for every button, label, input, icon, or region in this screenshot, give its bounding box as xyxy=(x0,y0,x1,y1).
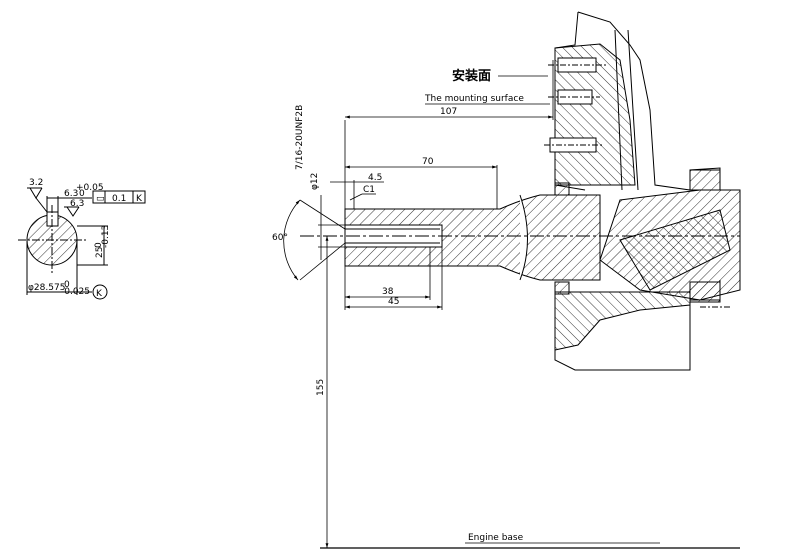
shaft-diameter-value: φ28.575 xyxy=(28,283,65,293)
key-width-tol-low: 0 xyxy=(79,189,85,199)
dim-107: 107 xyxy=(440,107,457,117)
flatness-datum: K xyxy=(136,194,143,204)
dim-70: 70 xyxy=(422,157,434,167)
key-width-value: 6.3 xyxy=(64,189,78,199)
dim-c1: C1 xyxy=(363,185,375,195)
dim-38: 38 xyxy=(382,287,394,297)
output-shaft xyxy=(300,194,740,281)
dimension-lines xyxy=(283,60,740,549)
roughness-top-value: 3.2 xyxy=(29,178,43,188)
engine-base-label: Engine base xyxy=(468,533,524,543)
section-text: 3.2 6.3 +0.05 0 ▭ 0.1 K 6.3 25 0 -0.13 φ… xyxy=(28,178,143,299)
roughness-symbol-side xyxy=(66,206,80,217)
dim-thread: 7/16-20UNF2B xyxy=(295,105,305,170)
key-depth-value: 25 xyxy=(95,247,105,258)
key-depth-tol-low: -0.13 xyxy=(101,225,111,248)
datum-label: K xyxy=(96,289,103,299)
datum-circle xyxy=(92,284,108,300)
shaft-cross-section xyxy=(18,187,146,300)
flatness-symbol: ▭ xyxy=(96,194,105,204)
shaft-dia-tol-up: 0 xyxy=(64,280,70,290)
key-depth-tol-up: 0 xyxy=(94,242,104,248)
dimension-text: 107 70 4.5 C1 φ12 7/16-20UNF2B 60° 38 45… xyxy=(272,105,457,396)
dim-155: 155 xyxy=(316,379,326,396)
roughness-side-value: 6.3 xyxy=(70,199,84,209)
roughness-symbol-top xyxy=(29,187,43,199)
flatness-value: 0.1 xyxy=(112,194,126,204)
engine-housing xyxy=(544,11,741,371)
mounting-surface-cn: 安装面 xyxy=(452,68,491,84)
annotation-labels: 安装面 The mounting surface Engine base xyxy=(424,68,524,543)
dim-4-5: 4.5 xyxy=(368,173,382,183)
shaft-dia-tol-low: -0.025 xyxy=(61,287,90,297)
mounting-surface-en: The mounting surface xyxy=(424,94,524,104)
dim-60deg: 60° xyxy=(272,233,288,243)
key-width-tol: +0.05 xyxy=(76,183,104,193)
flatness-frame-ref xyxy=(132,190,146,204)
dim-phi12: φ12 xyxy=(310,173,320,190)
dim-45: 45 xyxy=(388,297,399,307)
